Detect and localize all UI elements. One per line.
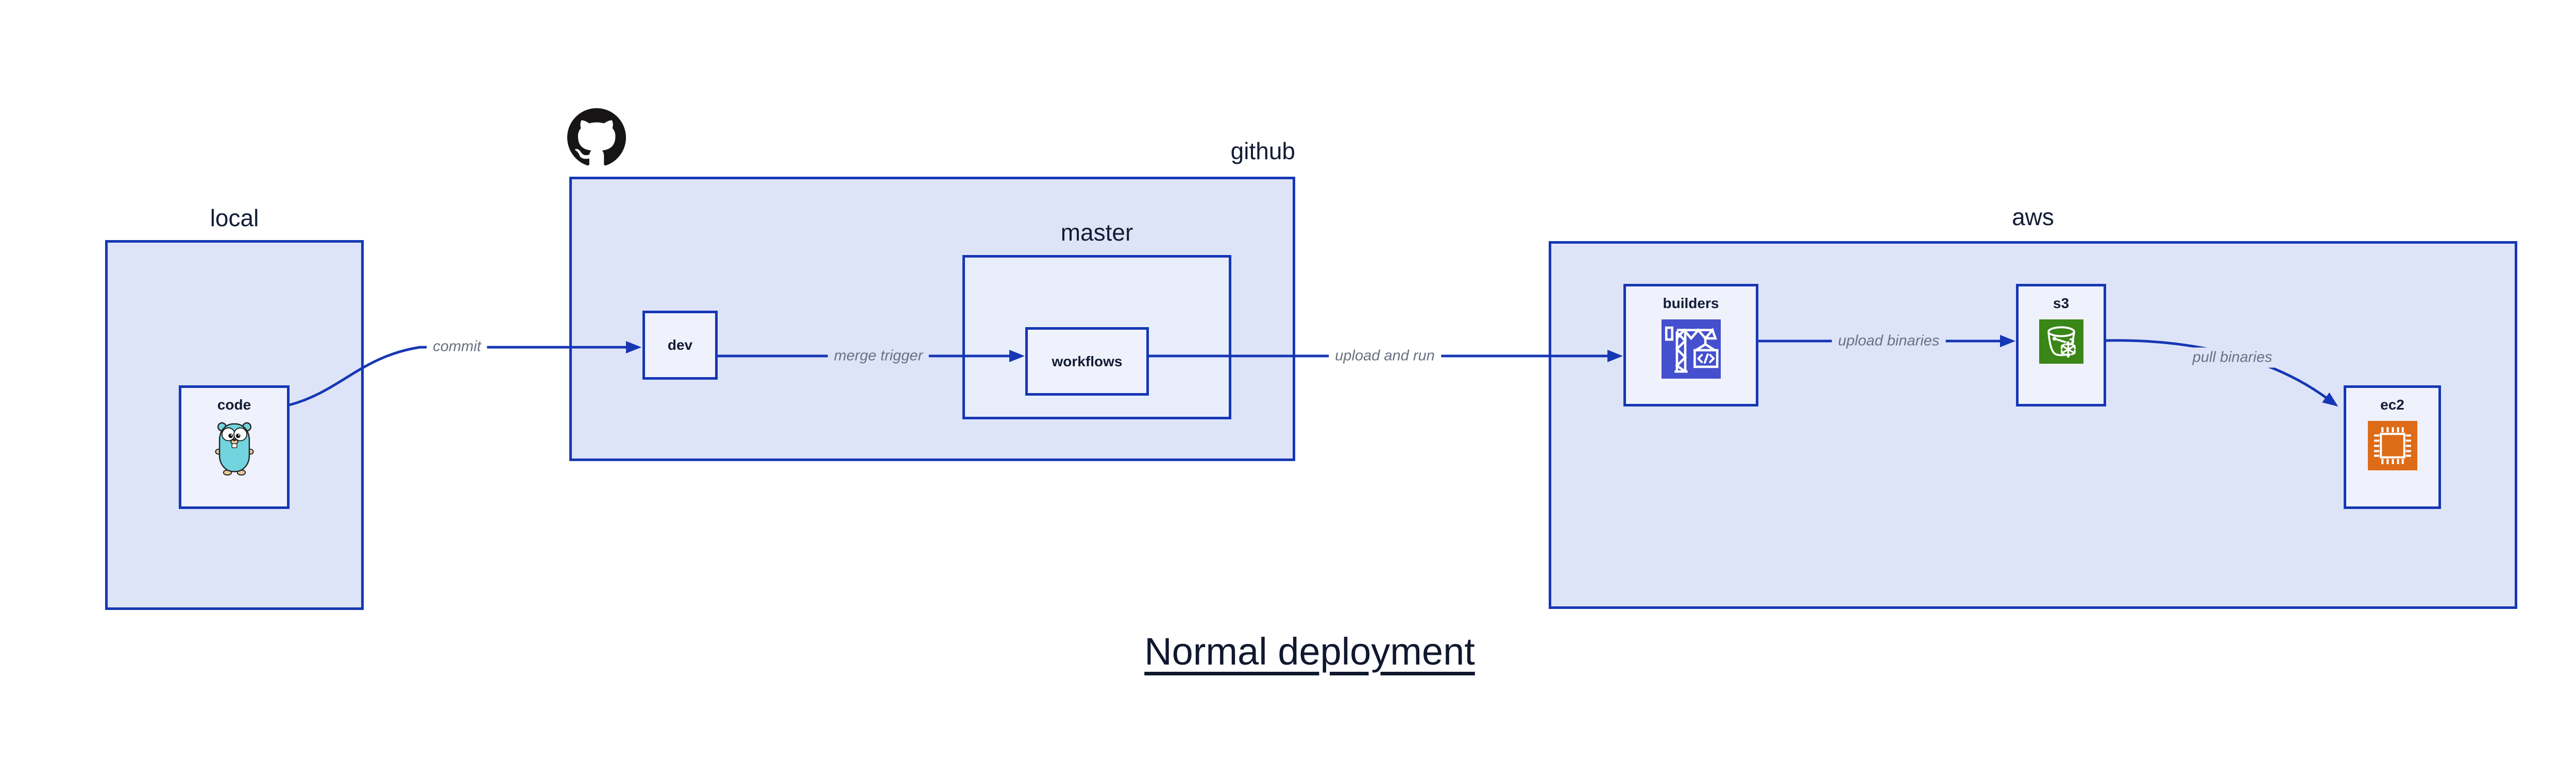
ec2-chip-icon [2367,420,2417,470]
code-node-label: code [217,397,251,413]
merge-trigger-edge-label: merge trigger [827,346,929,366]
commit-edge-label: commit [427,336,487,357]
go-gopher-icon [214,421,255,476]
builders-node: builders [1623,284,1758,406]
ec2-node: ec2 [2344,385,2441,509]
codebuild-crane-icon [1661,319,1721,379]
github-container-label: github [1230,138,1295,164]
dev-node-label: dev [667,337,693,353]
builders-node-label: builders [1663,295,1719,311]
ec2-node-label: ec2 [2380,397,2404,413]
s3-bucket-snowflake-icon [2039,319,2083,364]
master-container-label: master [1060,219,1133,246]
pull-binaries-edge-label: pull binaries [2186,347,2279,368]
github-octocat-icon [567,108,626,167]
aws-container-label: aws [2012,203,2054,230]
s3-node: s3 [2016,284,2106,406]
code-node: code [179,385,290,509]
workflows-node: workflows [1025,327,1149,396]
s3-node-label: s3 [2053,295,2070,311]
diagram-title: Normal deployment [1144,630,1475,673]
workflows-node-label: workflows [1052,353,1123,369]
dev-node: dev [642,311,718,380]
upload-and-run-edge-label: upload and run [1329,346,1441,366]
upload-binaries-edge-label: upload binaries [1832,331,1946,351]
local-container-label: local [210,205,259,231]
